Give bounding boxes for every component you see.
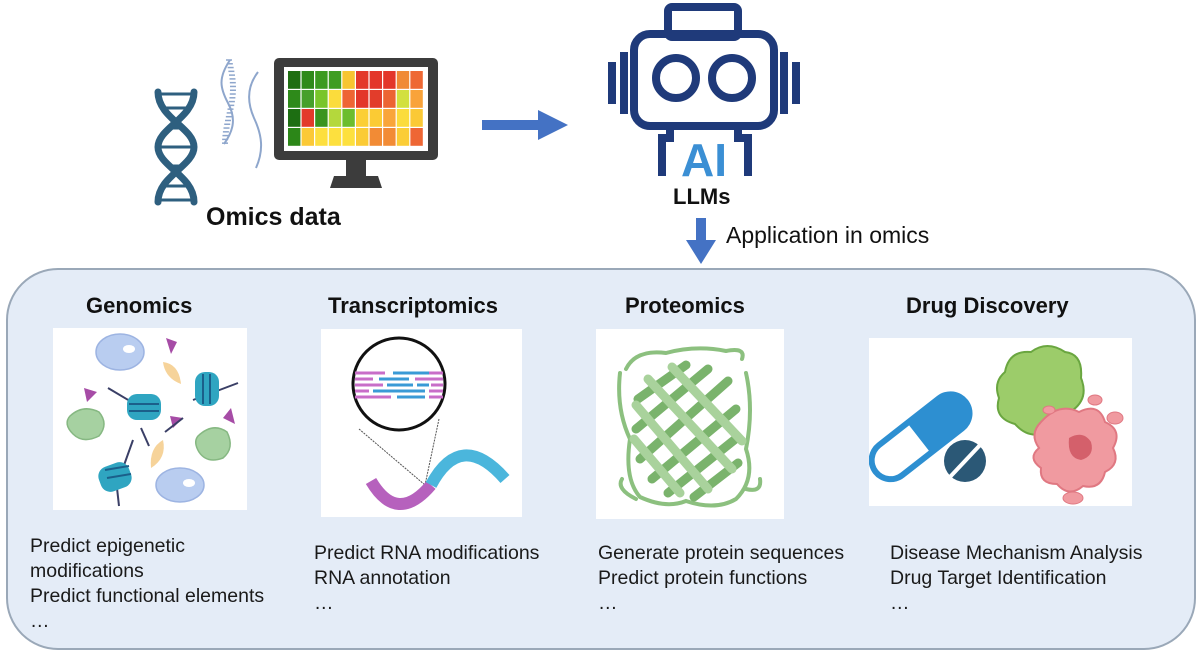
transcriptomics-item: Predict RNA modifications xyxy=(314,542,540,564)
proteomics-item: Generate protein sequences xyxy=(598,542,845,564)
heatmap-cell xyxy=(288,90,301,108)
rna-strand-icon xyxy=(210,58,260,148)
genomics-description: Predict epigenetic modifications Predict… xyxy=(30,534,264,634)
heatmap-cell xyxy=(410,90,423,108)
transcriptomics-item-more: … xyxy=(314,592,334,614)
proteomics-description: Generate protein sequences Predict prote… xyxy=(598,541,844,616)
capsule-icon xyxy=(869,391,973,483)
rna-strand-icon-2 xyxy=(240,70,280,170)
heatmap-cell xyxy=(396,71,410,89)
heatmap-cell xyxy=(342,90,355,108)
heatmap-cell xyxy=(396,128,410,146)
heatmap-cell xyxy=(342,109,355,127)
monitor-icon xyxy=(272,56,440,192)
heatmap-grid xyxy=(288,71,423,146)
proteomics-item: Predict protein functions xyxy=(598,567,808,589)
tablet-icon xyxy=(944,440,986,482)
heatmap-cell xyxy=(288,128,301,146)
drug-discovery-image xyxy=(869,338,1132,506)
robot-llm-icon: AI xyxy=(604,2,804,182)
heatmap-cell xyxy=(396,90,410,108)
dna-helix-icon xyxy=(148,88,204,206)
robot-ai-badge: AI xyxy=(681,134,727,182)
heatmap-cell xyxy=(369,128,382,146)
heatmap-cell xyxy=(315,71,328,89)
heatmap-cell xyxy=(342,128,355,146)
genomics-image xyxy=(53,328,247,510)
heatmap-cell xyxy=(328,71,342,89)
heatmap-cell xyxy=(369,109,382,127)
heatmap-cell xyxy=(301,90,314,108)
heatmap-cell xyxy=(356,90,369,108)
transcriptomics-image xyxy=(321,329,522,517)
heatmap-cell xyxy=(328,128,342,146)
heatmap-cell xyxy=(288,109,301,127)
proteomics-image xyxy=(596,329,784,519)
transcriptomics-description: Predict RNA modifications RNA annotation… xyxy=(314,541,539,616)
heatmap-cell xyxy=(328,109,342,127)
genomics-item: Predict functional elements xyxy=(30,585,265,607)
heatmap-cell xyxy=(315,90,328,108)
genomics-title: Genomics xyxy=(86,293,193,318)
application-in-omics-label: Application in omics xyxy=(726,222,930,248)
drug-discovery-item: Disease Mechanism Analysis xyxy=(890,542,1143,564)
drug-discovery-description: Disease Mechanism Analysis Drug Target I… xyxy=(890,541,1143,616)
heatmap-cell xyxy=(301,109,314,127)
down-arrow-icon xyxy=(684,218,718,266)
heatmap-cell xyxy=(301,71,314,89)
drug-discovery-title: Drug Discovery xyxy=(906,293,1069,318)
transcriptomics-item: RNA annotation xyxy=(314,567,451,589)
heatmap-cell xyxy=(315,128,328,146)
heatmap-cell xyxy=(410,128,423,146)
heatmap-cell xyxy=(356,128,369,146)
right-arrow-icon xyxy=(482,108,570,142)
heatmap-cell xyxy=(369,90,382,108)
heatmap-cell xyxy=(369,71,382,89)
heatmap-cell xyxy=(396,109,410,127)
heatmap-cell xyxy=(356,71,369,89)
heatmap-cell xyxy=(383,90,396,108)
protein-blob-blue-icon xyxy=(95,333,205,503)
genomics-item-more: … xyxy=(30,610,50,632)
heatmap-cell xyxy=(383,109,396,127)
genomics-item: modifications xyxy=(30,560,144,582)
heatmap-cell xyxy=(315,109,328,127)
genomics-item: Predict epigenetic xyxy=(30,535,186,557)
proteomics-item-more: … xyxy=(598,592,618,614)
llms-label: LLMs xyxy=(673,184,731,209)
heatmap-cell xyxy=(342,71,355,89)
heatmap-cell xyxy=(383,71,396,89)
drug-discovery-item-more: … xyxy=(890,592,910,614)
heatmap-cell xyxy=(356,109,369,127)
proteomics-title: Proteomics xyxy=(625,293,745,318)
heatmap-cell xyxy=(328,90,342,108)
heatmap-cell xyxy=(410,71,423,89)
drug-discovery-item: Drug Target Identification xyxy=(890,567,1107,589)
omics-data-label: Omics data xyxy=(206,203,341,231)
transcriptomics-title: Transcriptomics xyxy=(328,293,498,318)
nucleosome-icon xyxy=(98,372,239,507)
heatmap-cell xyxy=(410,109,423,127)
heatmap-cell xyxy=(383,128,396,146)
heatmap-cell xyxy=(301,128,314,146)
heatmap-cell xyxy=(288,71,301,89)
